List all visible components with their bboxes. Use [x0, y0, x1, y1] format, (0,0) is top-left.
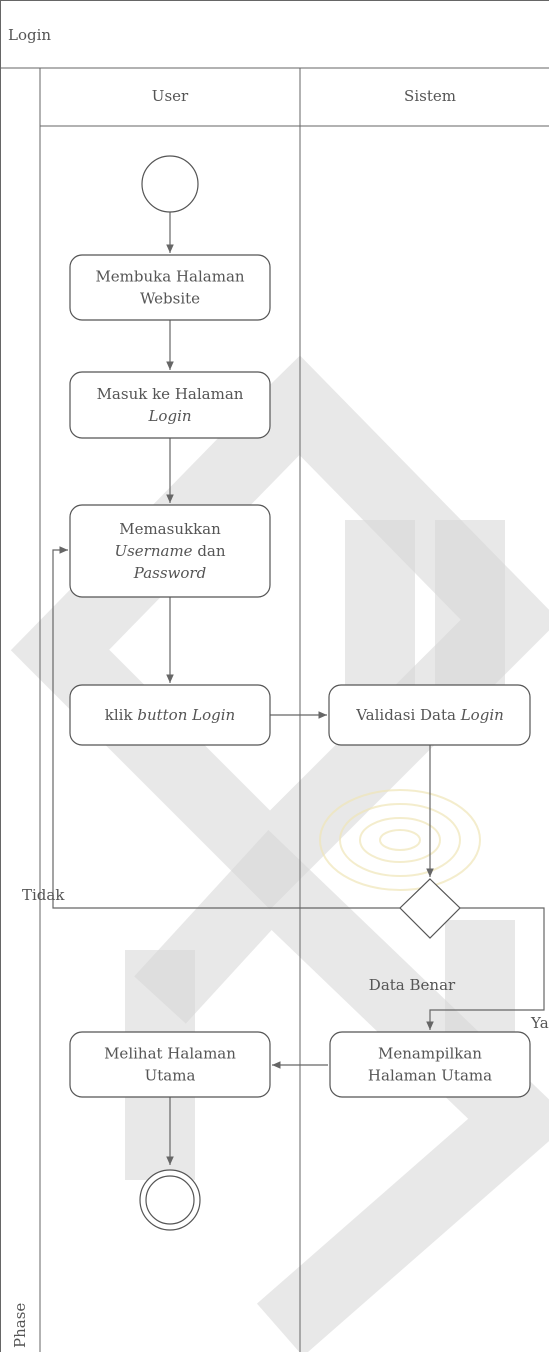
- action-open-website: [69, 254, 271, 321]
- label-segment: Melihat Halaman: [104, 1045, 236, 1063]
- decision-label: Data Benar: [369, 976, 456, 994]
- label-validate-login: Validasi Data Login: [355, 706, 504, 724]
- label-segment: Masuk ke Halaman: [97, 385, 244, 403]
- lane-header-sistem: Sistem: [404, 87, 456, 105]
- label-segment: Validasi Data: [355, 706, 461, 724]
- label-segment: Memasukkan: [119, 520, 221, 538]
- lane-header-user: User: [152, 87, 189, 105]
- phase-label: Phase: [11, 1303, 29, 1348]
- action-validate-login: [328, 684, 531, 746]
- label-segment: Membuka Halaman: [95, 268, 244, 286]
- action-view-home: [69, 1031, 271, 1098]
- action-enter-login-page: [69, 371, 271, 439]
- final-node: [139, 1169, 201, 1231]
- guard-yes-label: Ya: [530, 1014, 549, 1032]
- action-enter-credentials: [69, 504, 271, 598]
- label-segment: Menampilkan: [378, 1045, 482, 1063]
- action-click-login: [69, 684, 271, 746]
- initial-node: [141, 155, 199, 213]
- diagram-title: Login: [8, 26, 51, 44]
- label-segment: Username: [114, 542, 192, 560]
- label-segment: button Login: [137, 706, 235, 724]
- label-segment: Website: [140, 290, 200, 308]
- guard-no-label: Tidak: [22, 886, 65, 904]
- label-segment: dan: [193, 542, 226, 560]
- label-segment: Login: [460, 706, 504, 724]
- action-show-home: [329, 1031, 531, 1098]
- label-segment: klik: [105, 706, 138, 724]
- edge-decision-yes: [426, 907, 545, 1030]
- edge-decision-no: [52, 546, 400, 909]
- decision-node: [399, 878, 461, 939]
- label-segment: Utama: [145, 1067, 196, 1085]
- label-segment: Password: [133, 564, 206, 582]
- label-segment: Login: [147, 407, 191, 425]
- label-click-login: klik button Login: [105, 706, 235, 724]
- label-segment: Halaman Utama: [368, 1067, 492, 1085]
- edges: [52, 212, 545, 1165]
